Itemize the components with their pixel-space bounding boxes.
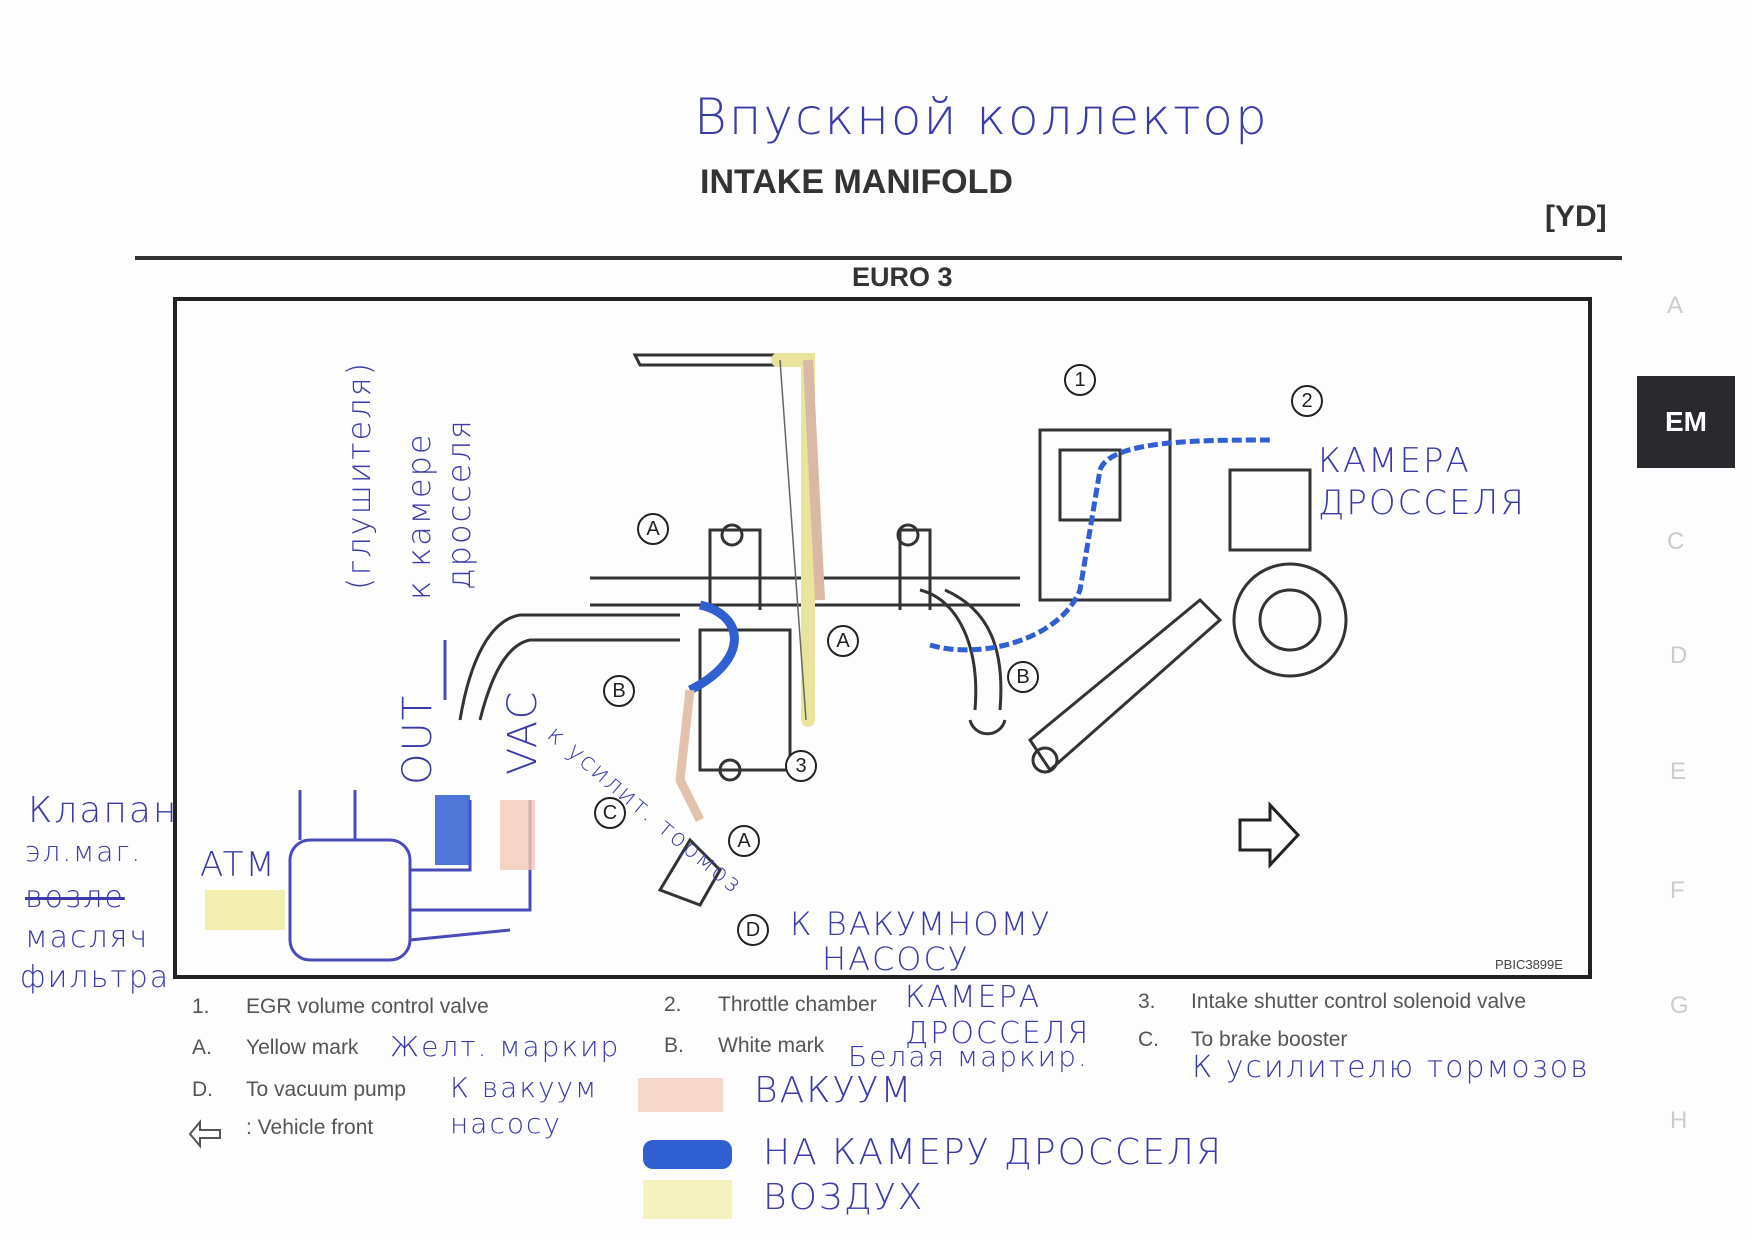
note-valve-1: Клапан (28, 790, 179, 831)
note-throttle-chamber: КАМЕРА ДРОССЕЛЯ (1318, 441, 1526, 523)
note-vacuum-pump-2: НАСОСУ (822, 940, 970, 978)
note-vertical-3: дросселя (440, 418, 478, 590)
legend-key-d: D. (192, 1078, 213, 1101)
note-valve-2: эл.маг. (25, 835, 143, 868)
handwritten-title: Впускной коллектор (694, 88, 1269, 146)
diagram-subtitle: EURO 3 (852, 262, 953, 292)
legend-note-2: КАМЕРА ДРОССЕЛЯ (905, 980, 1091, 1051)
legend-label-d: To vacuum pump (246, 1078, 406, 1101)
legend-key-3: 3. (1138, 990, 1156, 1013)
side-tab-c[interactable]: C (1667, 528, 1685, 555)
legend-note-d: К вакуум насосу (450, 1071, 599, 1140)
page-title: INTAKE MANIFOLD (700, 163, 1013, 201)
callout-d: D (737, 914, 769, 946)
swatch-vacuum (638, 1078, 723, 1112)
vehicle-front-arrow-icon (1238, 801, 1301, 869)
side-tab-d[interactable]: D (1670, 642, 1688, 669)
callout-a: A (728, 825, 760, 857)
note-vertical-1: (глушителя) (340, 360, 378, 590)
legend-note-b: Белая маркир. (848, 1040, 1089, 1073)
callout-1: 1 (1064, 364, 1096, 396)
side-tab-g[interactable]: G (1670, 992, 1689, 1019)
figure-code: PBIC3899E (1495, 957, 1563, 972)
note-out: OUT (395, 693, 441, 785)
callout-a: A (637, 513, 669, 545)
legend-label-a: Yellow mark (246, 1036, 359, 1059)
legend-key-b: B. (664, 1034, 684, 1057)
diagram-frame (173, 297, 1592, 979)
legend-key-a: A. (192, 1036, 212, 1059)
legend-vehicle-front: : Vehicle front (246, 1116, 374, 1139)
note-valve-3: возле (25, 880, 125, 915)
note-valve-5: фильтра (20, 960, 171, 995)
swatch-air (643, 1180, 732, 1219)
note-valve-4: масляч (25, 920, 150, 955)
note-vac: VAC (500, 689, 546, 775)
note-vacuum-pump-1: К ВАКУМНОМУ (790, 905, 1052, 943)
callout-c: C (594, 797, 626, 829)
side-tab-h[interactable]: H (1670, 1107, 1688, 1134)
legend-label-1: EGR volume control valve (246, 995, 489, 1018)
legend-label-3: Intake shutter control solenoid valve (1191, 990, 1527, 1013)
side-tab-e[interactable]: E (1670, 758, 1687, 785)
callout-b: B (603, 675, 635, 707)
color-key-air: ВОЗДУХ (763, 1177, 925, 1218)
side-tab-f[interactable]: F (1670, 877, 1685, 904)
swatch-throttle (643, 1140, 732, 1169)
legend-key-c: C. (1138, 1028, 1159, 1051)
legend-note-a: Желт. маркир (390, 1030, 621, 1063)
color-key-throttle: НА КАМЕРУ ДРОССЕЛЯ (763, 1132, 1224, 1173)
engine-code: [YD] (1545, 200, 1607, 233)
callout-2: 2 (1291, 385, 1323, 417)
legend-key-2: 2. (664, 993, 682, 1016)
note-atm: ATM (200, 845, 277, 885)
legend-label-c: To brake booster (1191, 1028, 1348, 1051)
callout-a: A (827, 625, 859, 657)
legend-label-2: Throttle chamber (718, 993, 877, 1016)
callout-b: B (1007, 661, 1039, 693)
solenoid-sketch (288, 790, 532, 962)
legend-label-b: White mark (718, 1034, 825, 1057)
side-tab-a[interactable]: A (1667, 292, 1684, 319)
note-vertical-2: к камере (400, 432, 438, 600)
vehicle-front-legend-icon (188, 1119, 221, 1149)
legend-key-1: 1. (192, 995, 210, 1018)
intake-pipes (458, 353, 1348, 907)
legend-note-c: К усилителю тормозов (1192, 1050, 1590, 1085)
side-tab-em[interactable]: EM (1637, 376, 1735, 468)
color-key-vacuum: ВАКУУМ (754, 1070, 914, 1111)
callout-3: 3 (785, 750, 817, 782)
